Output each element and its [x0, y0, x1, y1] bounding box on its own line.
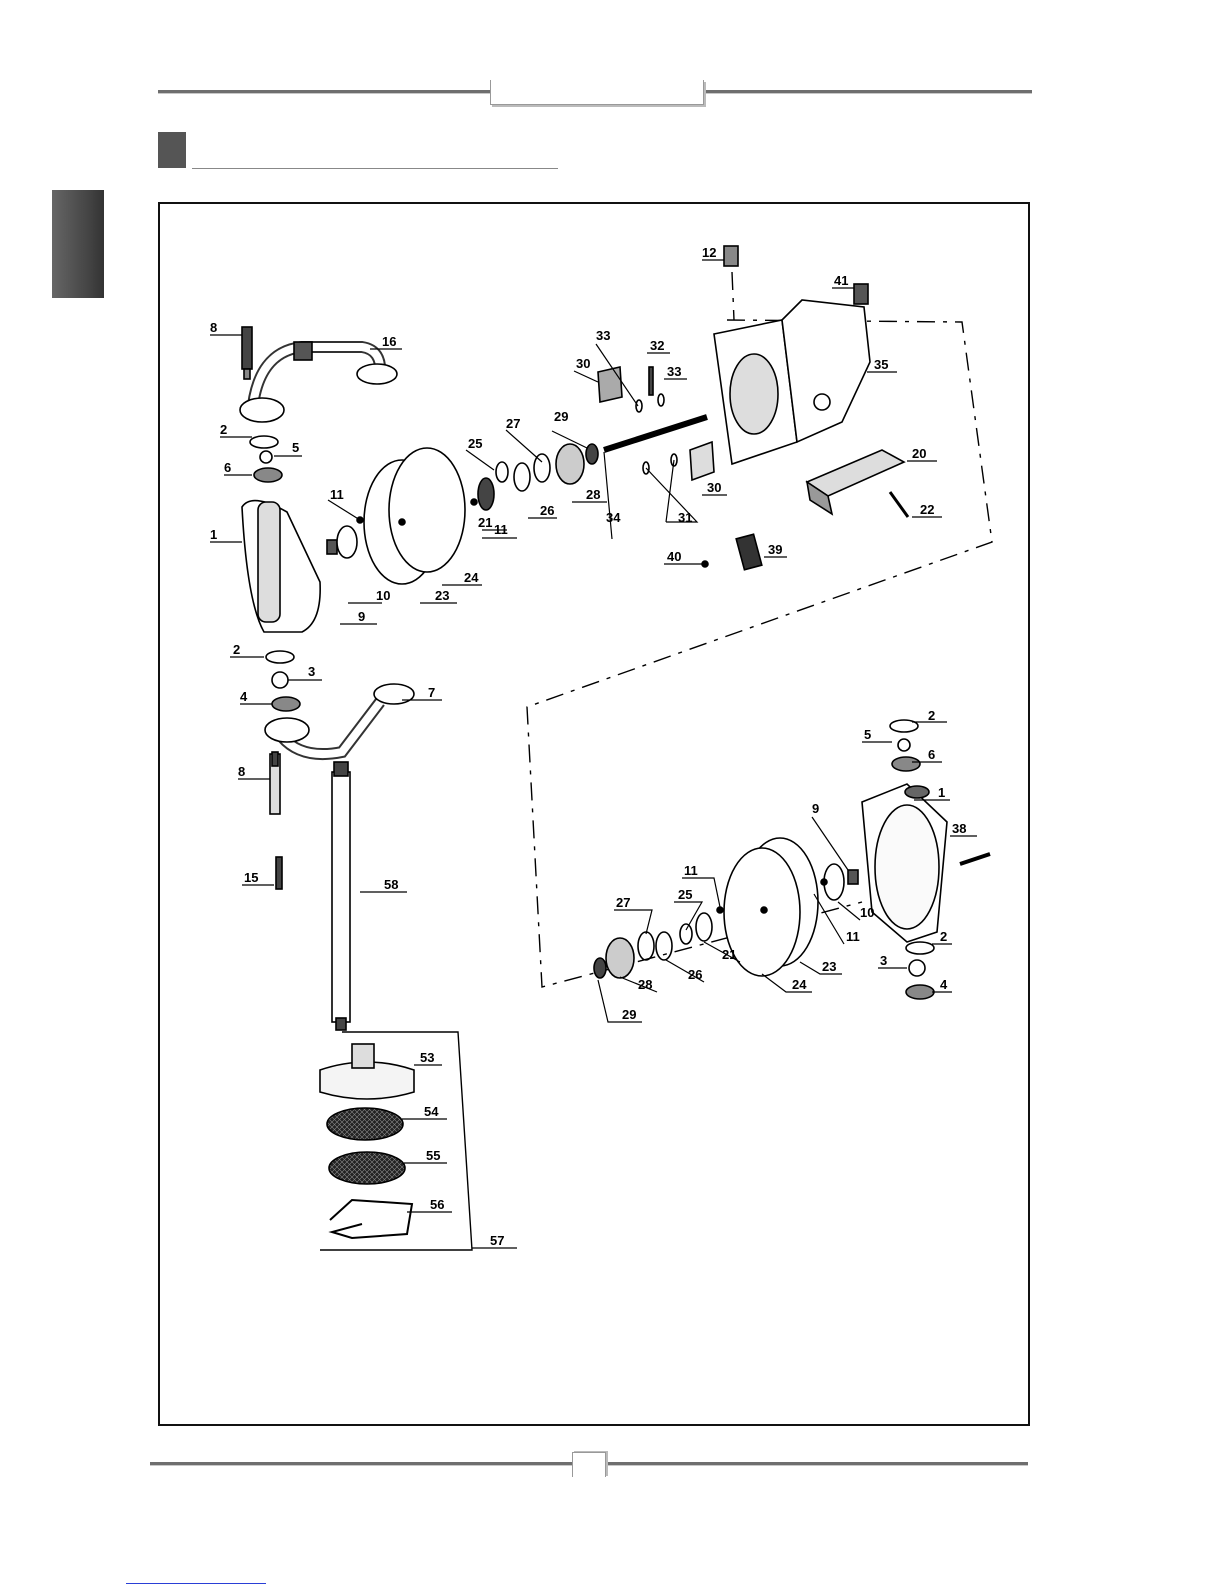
callout-upper-11a: 11 — [330, 487, 344, 502]
exploded-view-frame: 8 16 2 5 6 1 11 10 9 23 24 25 21 11 27 2… — [158, 202, 1030, 1426]
callout-middle-54: 54 — [424, 1104, 439, 1119]
footer-page-tab — [572, 1452, 606, 1477]
callout-upper-28: 28 — [586, 487, 600, 502]
footer-link-underline[interactable] — [126, 1583, 266, 1584]
seat-part — [254, 468, 282, 482]
callout-lower-25: 25 — [678, 887, 692, 902]
callout-upper-6: 6 — [224, 460, 231, 475]
callout-lower-27: 27 — [616, 895, 630, 910]
valve-block-part — [807, 450, 904, 496]
callout-lower-2a: 2 — [928, 708, 935, 723]
plate-part — [337, 526, 357, 558]
callout-middle-4: 4 — [240, 689, 248, 704]
callout-upper-11b: 11 — [494, 522, 508, 537]
callout-upper-1: 1 — [210, 527, 217, 542]
callout-lower-38: 38 — [952, 821, 966, 836]
callout-lower-29: 29 — [622, 1007, 636, 1022]
callout-lower-26: 26 — [688, 967, 702, 982]
callout-upper-40: 40 — [667, 549, 681, 564]
chamber-part — [242, 501, 320, 632]
callout-lower-11a: 11 — [684, 863, 698, 878]
callout-upper-5: 5 — [292, 440, 299, 455]
nut-part — [327, 540, 337, 554]
callout-lower-9: 9 — [812, 801, 819, 816]
callout-upper-31: 31 — [678, 510, 692, 525]
retaining-clip-part — [330, 1200, 412, 1238]
callout-upper-25: 25 — [468, 436, 482, 451]
upper-assembly — [240, 246, 908, 632]
callout-middle-8: 8 — [238, 764, 245, 779]
callout-upper-35: 35 — [874, 357, 888, 372]
callout-lower-3: 3 — [880, 953, 887, 968]
callout-lower-10: 10 — [860, 905, 874, 920]
stud-part — [242, 327, 252, 369]
callout-upper-24: 24 — [464, 570, 479, 585]
callout-upper-12: 12 — [702, 245, 716, 260]
callout-upper-26: 26 — [540, 503, 554, 518]
callout-middle-55: 55 — [426, 1148, 440, 1163]
header-rule-left — [158, 90, 490, 94]
callout-middle-58: 58 — [384, 877, 398, 892]
callout-upper-2: 2 — [220, 422, 227, 437]
callout-upper-30a: 30 — [576, 356, 590, 371]
header-rule-right — [706, 90, 1032, 94]
callout-lower-5: 5 — [864, 727, 871, 742]
footer-rule-left — [150, 1462, 572, 1466]
callout-upper-33b: 33 — [667, 364, 681, 379]
callout-lower-6: 6 — [928, 747, 935, 762]
callout-lower-2b: 2 — [940, 929, 947, 944]
callout-upper-29: 29 — [554, 409, 568, 424]
callout-upper-20: 20 — [912, 446, 926, 461]
callout-lower-21: 21 — [722, 947, 736, 962]
callout-upper-16: 16 — [382, 334, 396, 349]
footer-rule-right — [608, 1462, 1028, 1466]
callout-middle-56: 56 — [430, 1197, 444, 1212]
callout-middle-53: 53 — [420, 1050, 434, 1065]
callout-upper-33a: 33 — [596, 328, 610, 343]
ball-part — [260, 451, 272, 463]
callout-middle-2: 2 — [233, 642, 240, 657]
callout-upper-22: 22 — [920, 502, 934, 517]
callout-upper-23: 23 — [435, 588, 449, 603]
header-tab — [490, 80, 704, 105]
callout-upper-27: 27 — [506, 416, 520, 431]
callout-middle-7: 7 — [428, 685, 435, 700]
exploded-parts-diagram: 8 16 2 5 6 1 11 10 9 23 24 25 21 11 27 2… — [160, 204, 1028, 1424]
chapter-side-tab — [52, 190, 104, 298]
callout-upper-9: 9 — [358, 609, 365, 624]
callout-middle-3: 3 — [308, 664, 315, 679]
callout-lower-24: 24 — [792, 977, 807, 992]
callout-upper-30b: 30 — [707, 480, 721, 495]
callout-upper-32: 32 — [650, 338, 664, 353]
callout-lower-23: 23 — [822, 959, 836, 974]
shaft-part — [604, 417, 707, 450]
callout-lower-4: 4 — [940, 977, 948, 992]
callout-lower-1: 1 — [938, 785, 945, 800]
callout-upper-21: 21 — [478, 515, 492, 530]
section-marker — [158, 132, 186, 168]
callout-lower-28: 28 — [638, 977, 652, 992]
callout-lower-11b: 11 — [846, 929, 860, 944]
callout-upper-34: 34 — [606, 510, 621, 525]
callout-upper-8: 8 — [210, 320, 217, 335]
callout-upper-10: 10 — [376, 588, 390, 603]
suction-assembly — [265, 651, 472, 1250]
callout-middle-57: 57 — [490, 1233, 504, 1248]
suction-tube-part — [332, 772, 350, 1022]
callout-upper-41: 41 — [834, 273, 848, 288]
section-title-underline — [192, 168, 558, 169]
callout-upper-39: 39 — [768, 542, 782, 557]
o-ring-part — [250, 436, 278, 448]
callout-middle-15: 15 — [244, 870, 258, 885]
